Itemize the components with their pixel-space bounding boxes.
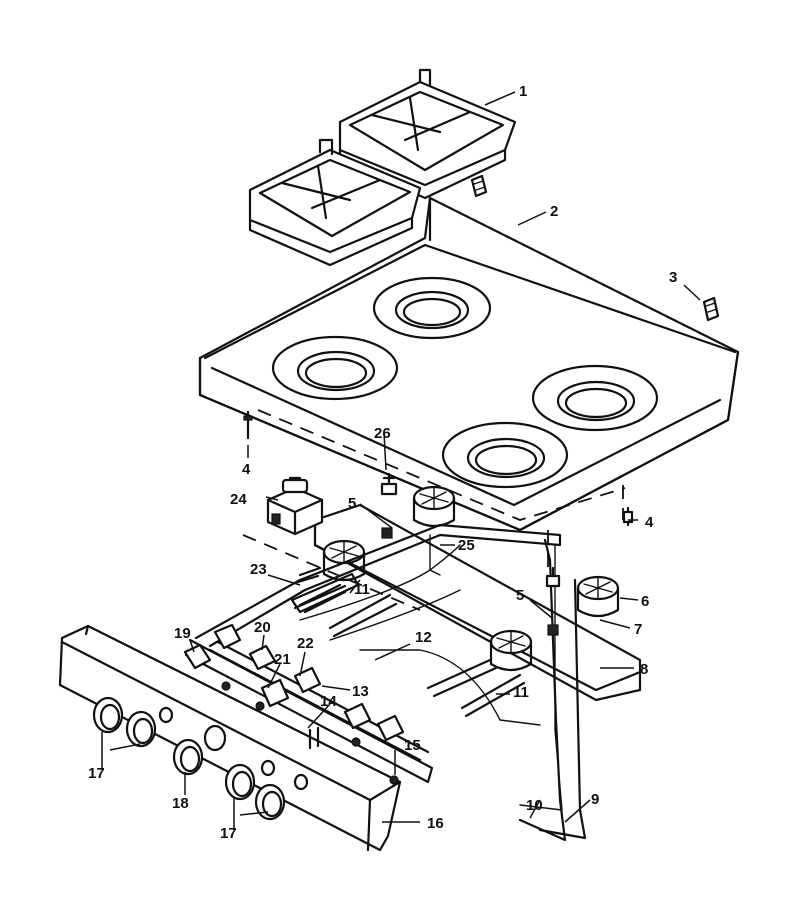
- callout-4: 4: [242, 461, 251, 478]
- leader-lines: [101, 91, 701, 830]
- burner-grate-rear: [338, 68, 517, 200]
- burner-tube: [426, 658, 526, 718]
- clip: [702, 296, 720, 322]
- ignition-wiring: [299, 534, 587, 842]
- burner-left-rear: [412, 485, 456, 528]
- callout-26: 26: [374, 425, 391, 442]
- callout-4: 4: [645, 514, 654, 531]
- callout-11: 11: [354, 581, 370, 598]
- cooktop-main-top: [198, 196, 740, 532]
- spark-electrode: [380, 472, 398, 539]
- callout-11: 11: [513, 684, 529, 701]
- burner-tube: [290, 572, 398, 638]
- callout-17: 17: [220, 825, 237, 842]
- callout-8: 8: [640, 661, 648, 678]
- callout-12: 12: [415, 629, 432, 646]
- screw: [622, 506, 634, 527]
- callout-2: 2: [550, 203, 558, 220]
- spark-electrode: [545, 566, 561, 636]
- callout-22: 22: [297, 635, 314, 652]
- callout-1: 1: [519, 83, 527, 100]
- callout-17: 17: [88, 765, 105, 782]
- callout-5: 5: [348, 495, 356, 512]
- callout-25: 25: [458, 537, 475, 554]
- callout-15: 15: [404, 737, 421, 754]
- burner-right-rear: [576, 575, 620, 618]
- burner-right-front: [489, 629, 533, 672]
- callout-20: 20: [254, 619, 271, 636]
- callout-21: 21: [274, 651, 291, 668]
- callout-16: 16: [427, 815, 444, 832]
- callout-24: 24: [230, 491, 247, 508]
- callout-9: 9: [591, 791, 599, 808]
- callout-18: 18: [172, 795, 189, 812]
- control-knob: [125, 710, 157, 748]
- clip: [470, 174, 488, 198]
- screw: [243, 410, 253, 440]
- callout-13: 13: [352, 683, 369, 700]
- callout-19: 19: [174, 625, 191, 642]
- callout-23: 23: [250, 561, 267, 578]
- control-knob: [224, 763, 256, 801]
- callout-7: 7: [634, 621, 642, 638]
- screw: [308, 726, 320, 750]
- control-knob: [172, 738, 204, 776]
- pressure-regulator: [266, 476, 324, 536]
- callout-3: 3: [669, 269, 677, 286]
- burner-grate-front: [248, 138, 422, 267]
- callout-6: 6: [641, 593, 649, 610]
- control-knob: [254, 783, 286, 821]
- callout-10: 10: [526, 797, 543, 814]
- control-knob: [92, 696, 124, 734]
- control-panel: [58, 624, 402, 852]
- burner-support-bracket: [313, 503, 642, 702]
- callout-14: 14: [320, 693, 337, 710]
- callout-5: 5: [516, 587, 524, 604]
